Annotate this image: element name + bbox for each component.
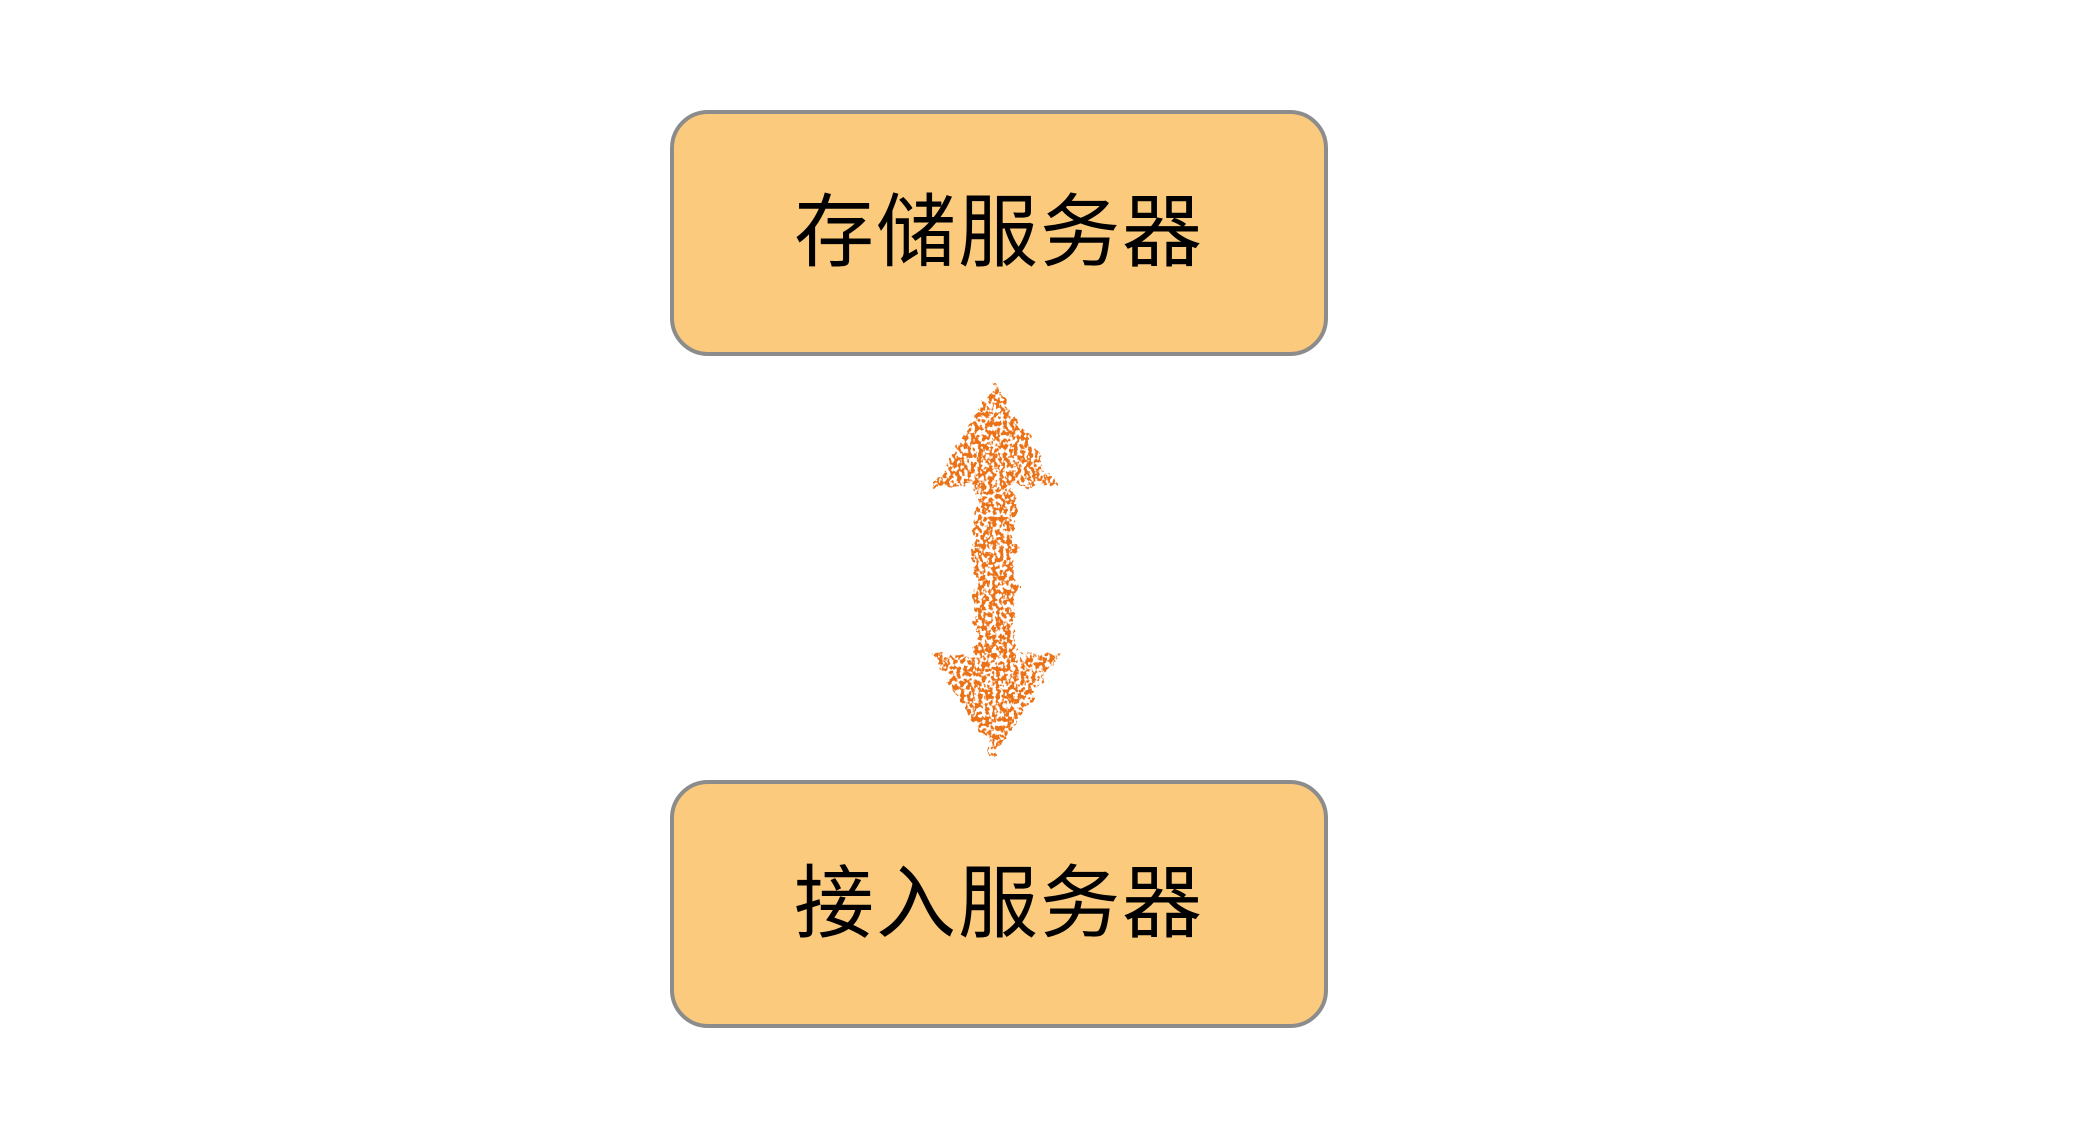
storage-server-label: 存储服务器	[794, 188, 1204, 277]
vertical-double-arrow-icon	[918, 381, 1072, 759]
node-storage-server: 存储服务器	[670, 110, 1328, 356]
node-access-server: 接入服务器	[670, 780, 1328, 1028]
double-arrow-shape	[932, 384, 1058, 756]
access-server-label: 接入服务器	[794, 859, 1204, 948]
